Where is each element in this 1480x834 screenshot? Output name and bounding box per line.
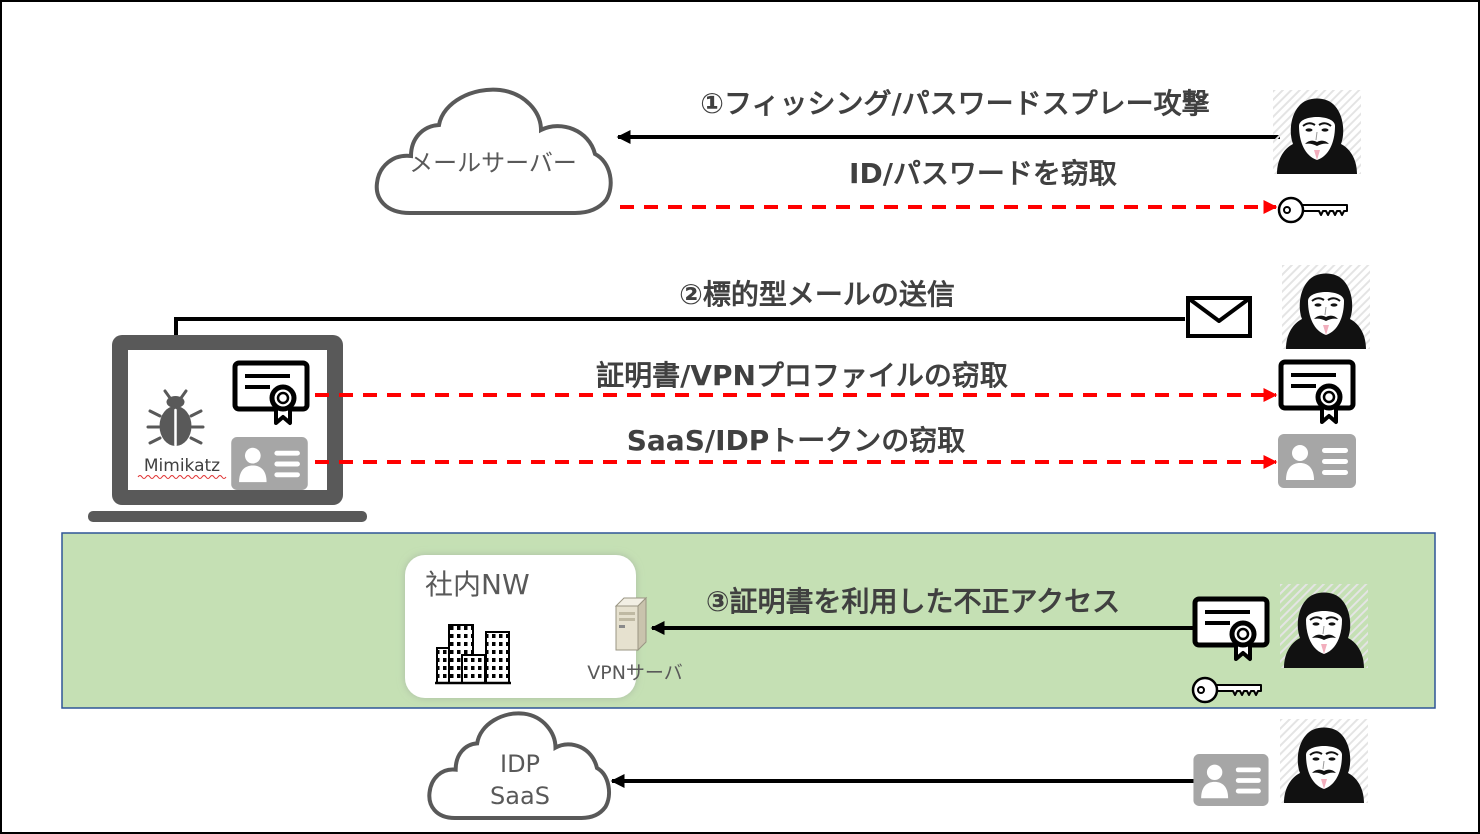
- hacker-icon: [1273, 90, 1361, 174]
- laptop-icon: [88, 335, 367, 522]
- idp-label: IDP: [500, 750, 540, 778]
- step3-title: ③証明書を利用した不正アクセス: [706, 585, 1120, 618]
- step1-title: ①フィッシング/パスワードスプレー攻撃: [700, 87, 1209, 120]
- spellcheck-underline: [137, 475, 227, 479]
- envelope-icon: [1186, 296, 1252, 338]
- hacker-icon: [1282, 265, 1370, 349]
- cloud-icon: [429, 713, 609, 818]
- internal-network-label: 社内NW: [425, 568, 530, 601]
- id-card-icon: [1193, 754, 1269, 806]
- mail-server-cloud: メールサーバー: [374, 87, 613, 215]
- hacker-icon: [1280, 584, 1368, 668]
- cloud-icon: [374, 87, 613, 215]
- mail-server-label: メールサーバー: [409, 149, 577, 177]
- step2-title: ②標的型メールの送信: [679, 278, 955, 311]
- bug-icon: [146, 389, 205, 447]
- id-card-icon: [1278, 434, 1356, 488]
- malware-label: Mimikatz: [144, 456, 220, 476]
- vpn-server-label: VPNサーバ: [587, 662, 682, 684]
- saas-label: SaaS: [490, 782, 550, 810]
- server-icon: [614, 596, 648, 652]
- laptop-base: [88, 511, 367, 522]
- buildings-icon: [435, 624, 511, 685]
- idp-saas-cloud: IDP SaaS: [429, 713, 609, 818]
- cert-theft-label: 証明書/VPNプロファイルの窃取: [596, 359, 1008, 392]
- token-theft-label: SaaS/IDPトークンの窃取: [627, 424, 966, 457]
- id-card-icon: [231, 437, 308, 490]
- hacker-icon: [1280, 719, 1368, 803]
- step1-result: ID/パスワードを窃取: [849, 157, 1117, 190]
